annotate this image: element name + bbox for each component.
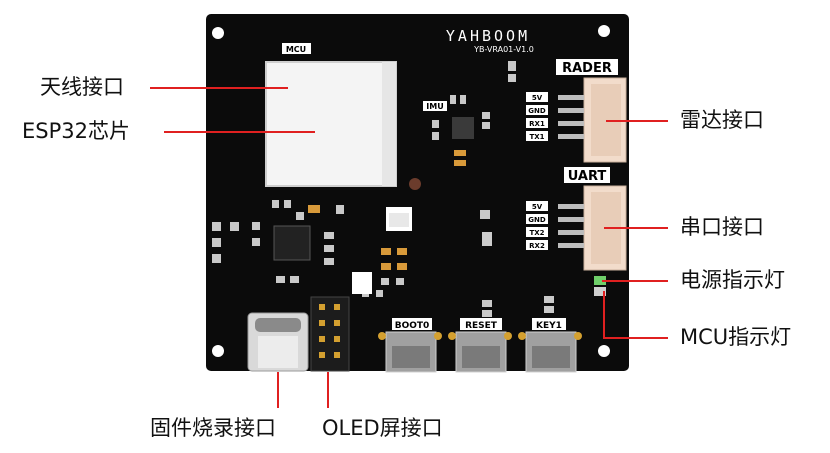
uart-pin-label: GND bbox=[528, 216, 546, 224]
callout-oled-interface: OLED屏接口 bbox=[322, 416, 443, 440]
mount-hole bbox=[598, 25, 610, 37]
boot0-label: BOOT0 bbox=[395, 321, 430, 331]
reset-button-cap bbox=[462, 346, 500, 368]
button-pad bbox=[448, 332, 456, 340]
callout-mcu-led: MCU指示灯 bbox=[680, 325, 792, 349]
reset-label: RESET bbox=[465, 321, 498, 331]
reset-label-box bbox=[460, 318, 502, 330]
rader-pin-box bbox=[526, 105, 548, 115]
usb-c-opening bbox=[255, 318, 301, 332]
mount-hole bbox=[212, 345, 224, 357]
imu-label: IMU bbox=[426, 102, 443, 111]
mount-hole bbox=[212, 27, 224, 39]
usb-controller-chip bbox=[273, 225, 311, 261]
rader-label: RADER bbox=[562, 61, 612, 76]
rader-pin-label: GND bbox=[528, 107, 546, 115]
mcu-led bbox=[594, 287, 606, 296]
rader-pin-box bbox=[526, 131, 548, 141]
rader-label-box bbox=[556, 59, 618, 75]
pointer-lines bbox=[150, 87, 668, 408]
uart-label-box bbox=[564, 167, 610, 183]
boot0-label-box bbox=[392, 318, 432, 330]
transistor bbox=[482, 232, 492, 246]
model-text: YB-VRA01-V1.0 bbox=[473, 45, 534, 54]
callout-uart-interface: 串口接口 bbox=[680, 215, 764, 239]
key1-button-cap bbox=[532, 346, 570, 368]
oled-header bbox=[310, 296, 350, 372]
imu-label-box bbox=[423, 101, 447, 111]
component-dot bbox=[409, 178, 421, 190]
uart-pin-box bbox=[526, 240, 548, 250]
esp32-module-edge bbox=[382, 62, 396, 186]
rader-pin-box bbox=[526, 118, 548, 128]
uart-pin-box bbox=[526, 201, 548, 211]
tall-part bbox=[352, 272, 372, 294]
callout-firmware-interface: 固件烧录接口 bbox=[150, 416, 276, 440]
rader-pin-leads bbox=[558, 95, 584, 139]
rader-pin-label: 5V bbox=[532, 94, 543, 102]
smd-components bbox=[212, 61, 554, 317]
mount-hole bbox=[598, 345, 610, 357]
callout-radar-interface: 雷达接口 bbox=[680, 108, 764, 132]
rader-pin-label: TX1 bbox=[529, 133, 544, 141]
callout-antenna-interface: 天线接口 bbox=[40, 75, 124, 99]
uart-pin-box bbox=[526, 227, 548, 237]
button-pad bbox=[434, 332, 442, 340]
button-pad bbox=[574, 332, 582, 340]
pointer-mcu-led bbox=[603, 291, 668, 339]
imu-chip bbox=[452, 117, 474, 139]
key1-label-box bbox=[532, 318, 566, 330]
button-pad bbox=[518, 332, 526, 340]
uart-pin-label: TX2 bbox=[529, 229, 544, 237]
brand-text: YAHBOOM bbox=[446, 27, 530, 45]
button-pad bbox=[504, 332, 512, 340]
uart-label: UART bbox=[568, 169, 607, 184]
uart-pin-leads bbox=[558, 204, 584, 248]
regulator-inner bbox=[389, 213, 409, 227]
key1-label: KEY1 bbox=[536, 321, 562, 331]
mcu-label-box bbox=[282, 43, 311, 54]
rader-pin-box bbox=[526, 92, 548, 102]
esp32-module bbox=[265, 61, 397, 187]
uart-pin-label: RX2 bbox=[529, 242, 545, 250]
uart-pin-label: 5V bbox=[532, 203, 543, 211]
callout-power-led: 电源指示灯 bbox=[680, 268, 785, 292]
usb-c-body bbox=[258, 336, 298, 368]
button-pad bbox=[378, 332, 386, 340]
callout-esp32-chip: ESP32芯片 bbox=[22, 119, 130, 143]
boot0-button-cap bbox=[392, 346, 430, 368]
power-led bbox=[594, 276, 606, 285]
rader-pin-label: RX1 bbox=[529, 120, 545, 128]
uart-pin-box bbox=[526, 214, 548, 224]
oled-header-pins bbox=[319, 304, 340, 358]
mcu-label: MCU bbox=[286, 45, 306, 54]
